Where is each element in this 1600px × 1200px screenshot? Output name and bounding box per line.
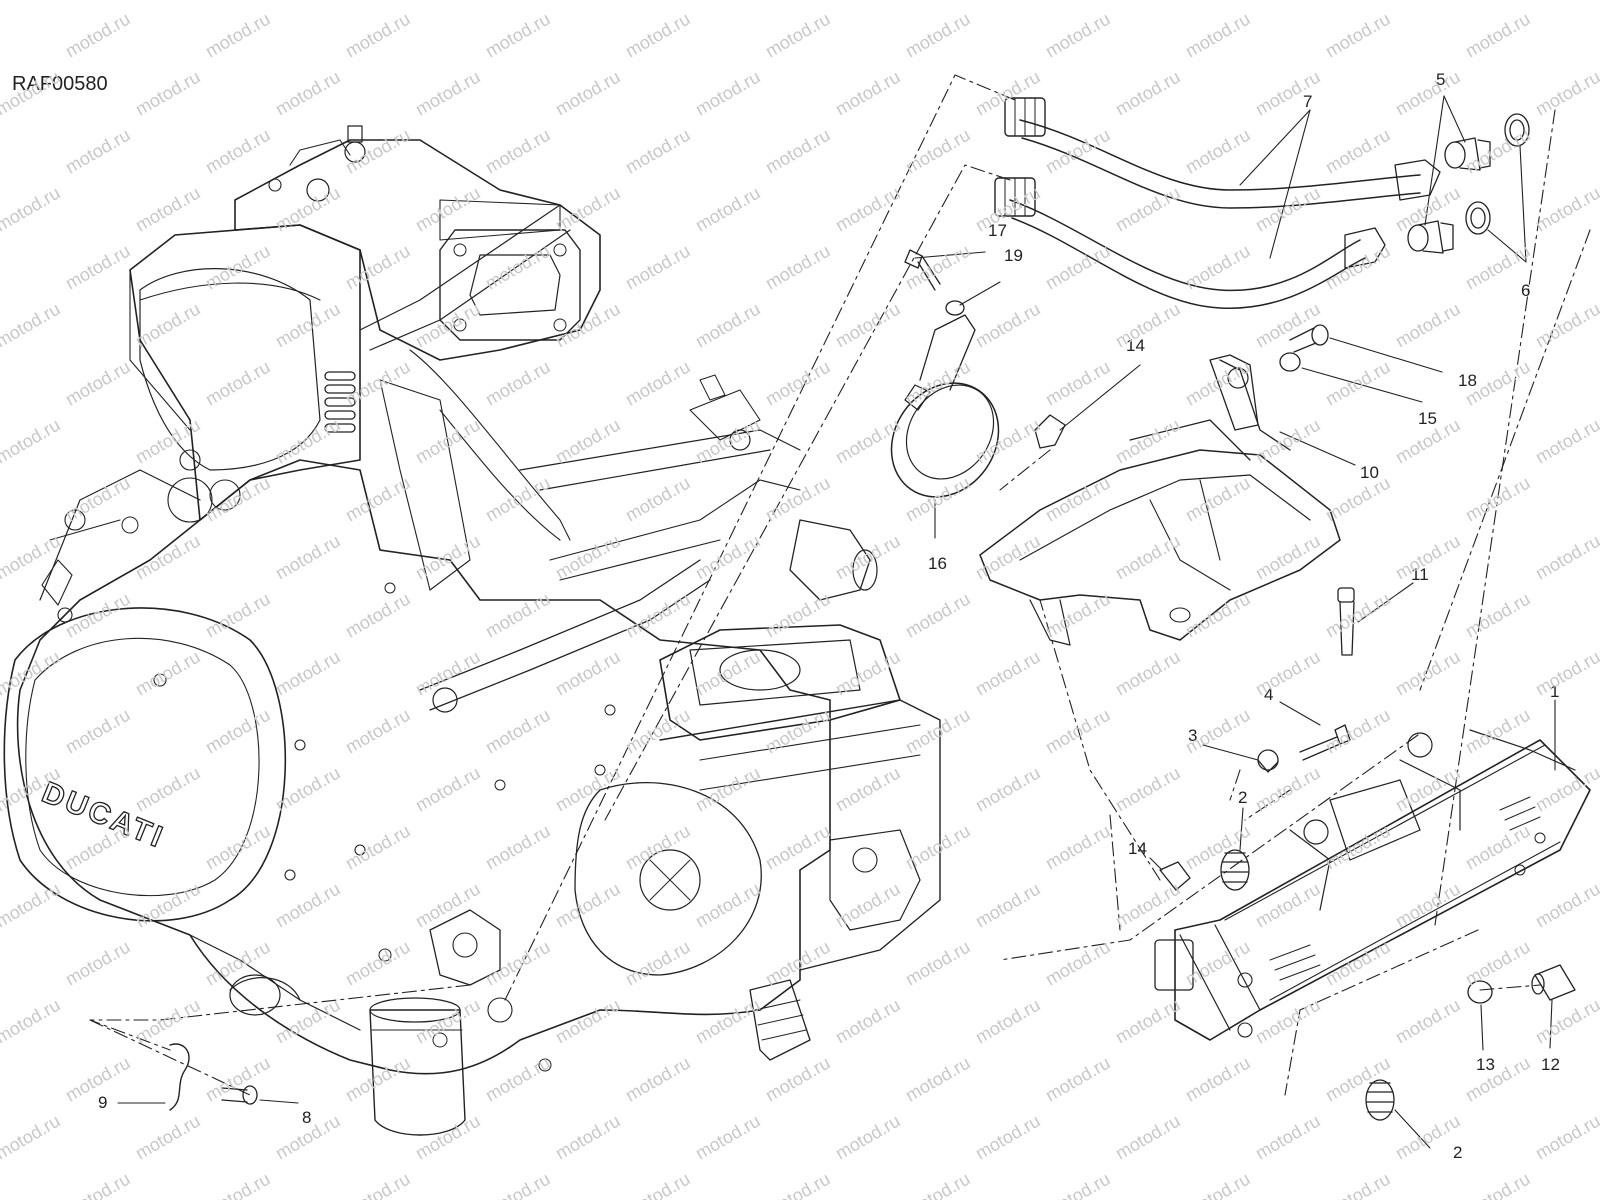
- grommet-lower: [1365, 1079, 1395, 1121]
- callout-label: 5: [1436, 70, 1445, 89]
- union-fitting-lower: [1407, 220, 1454, 254]
- callout-label: 8: [302, 1108, 311, 1127]
- screw-18: [1289, 324, 1329, 353]
- oil-hose-lower: [994, 177, 1386, 309]
- oil-hose-upper: [1004, 97, 1441, 209]
- drain-plug-12: [1531, 964, 1576, 1001]
- drawing-code: RAF00580: [12, 73, 108, 95]
- bolt-4: [1299, 724, 1351, 761]
- callout-label: 7: [1303, 92, 1312, 111]
- retaining-clip-9: [169, 1043, 190, 1111]
- callout-label: 13: [1476, 1055, 1495, 1074]
- callout-label: 2: [1453, 1143, 1462, 1162]
- union-fitting-upper: [1444, 137, 1491, 171]
- callout-label: 9: [98, 1093, 107, 1112]
- callout-label: 16: [928, 554, 947, 573]
- callout-label: 18: [1458, 371, 1477, 390]
- callout-label: 11: [1411, 565, 1429, 584]
- callout-label: 3: [1188, 726, 1197, 745]
- horn: [890, 314, 1000, 498]
- sealing-washer-upper: [1504, 113, 1530, 147]
- callout-label: 14: [1128, 839, 1147, 858]
- engine-assembly: [3, 125, 941, 1136]
- callout-label: 6: [1521, 281, 1530, 300]
- sealing-washer-lower: [1465, 201, 1491, 235]
- screw-11: [1337, 587, 1355, 656]
- leader-lines: [117, 95, 1556, 1149]
- callout-label: 1: [1550, 682, 1559, 701]
- callout-label: 4: [1264, 685, 1273, 704]
- oil-cooler: [1154, 729, 1591, 1041]
- brand-logo: DUCATI: [37, 776, 169, 855]
- callout-label: 15: [1418, 409, 1437, 428]
- washer-15: [1279, 352, 1301, 372]
- bolt-17: [904, 249, 941, 291]
- callout-label: 2: [1238, 788, 1247, 807]
- spacer-3: [1257, 749, 1279, 773]
- clip-14-upper: [1034, 414, 1066, 449]
- callout-label: 14: [1126, 336, 1145, 355]
- washer-13: [1467, 980, 1493, 1004]
- callout-label: 19: [1004, 246, 1023, 265]
- grommet-upper: [1220, 849, 1250, 891]
- washer-19: [945, 300, 965, 316]
- callout-label: 10: [1360, 463, 1379, 482]
- screw-8: [221, 1085, 258, 1105]
- callout-labels: 1 2 2 3 4 5 6 7 8 9 10 11 12 13 14 14 15…: [98, 70, 1560, 1162]
- oil-cooler-bracket: [979, 354, 1341, 646]
- assembly-guide-lines: [89, 74, 1591, 1096]
- callout-label: 17: [988, 221, 1007, 240]
- callout-label: 12: [1541, 1055, 1560, 1074]
- clip-14-lower: [1159, 861, 1191, 891]
